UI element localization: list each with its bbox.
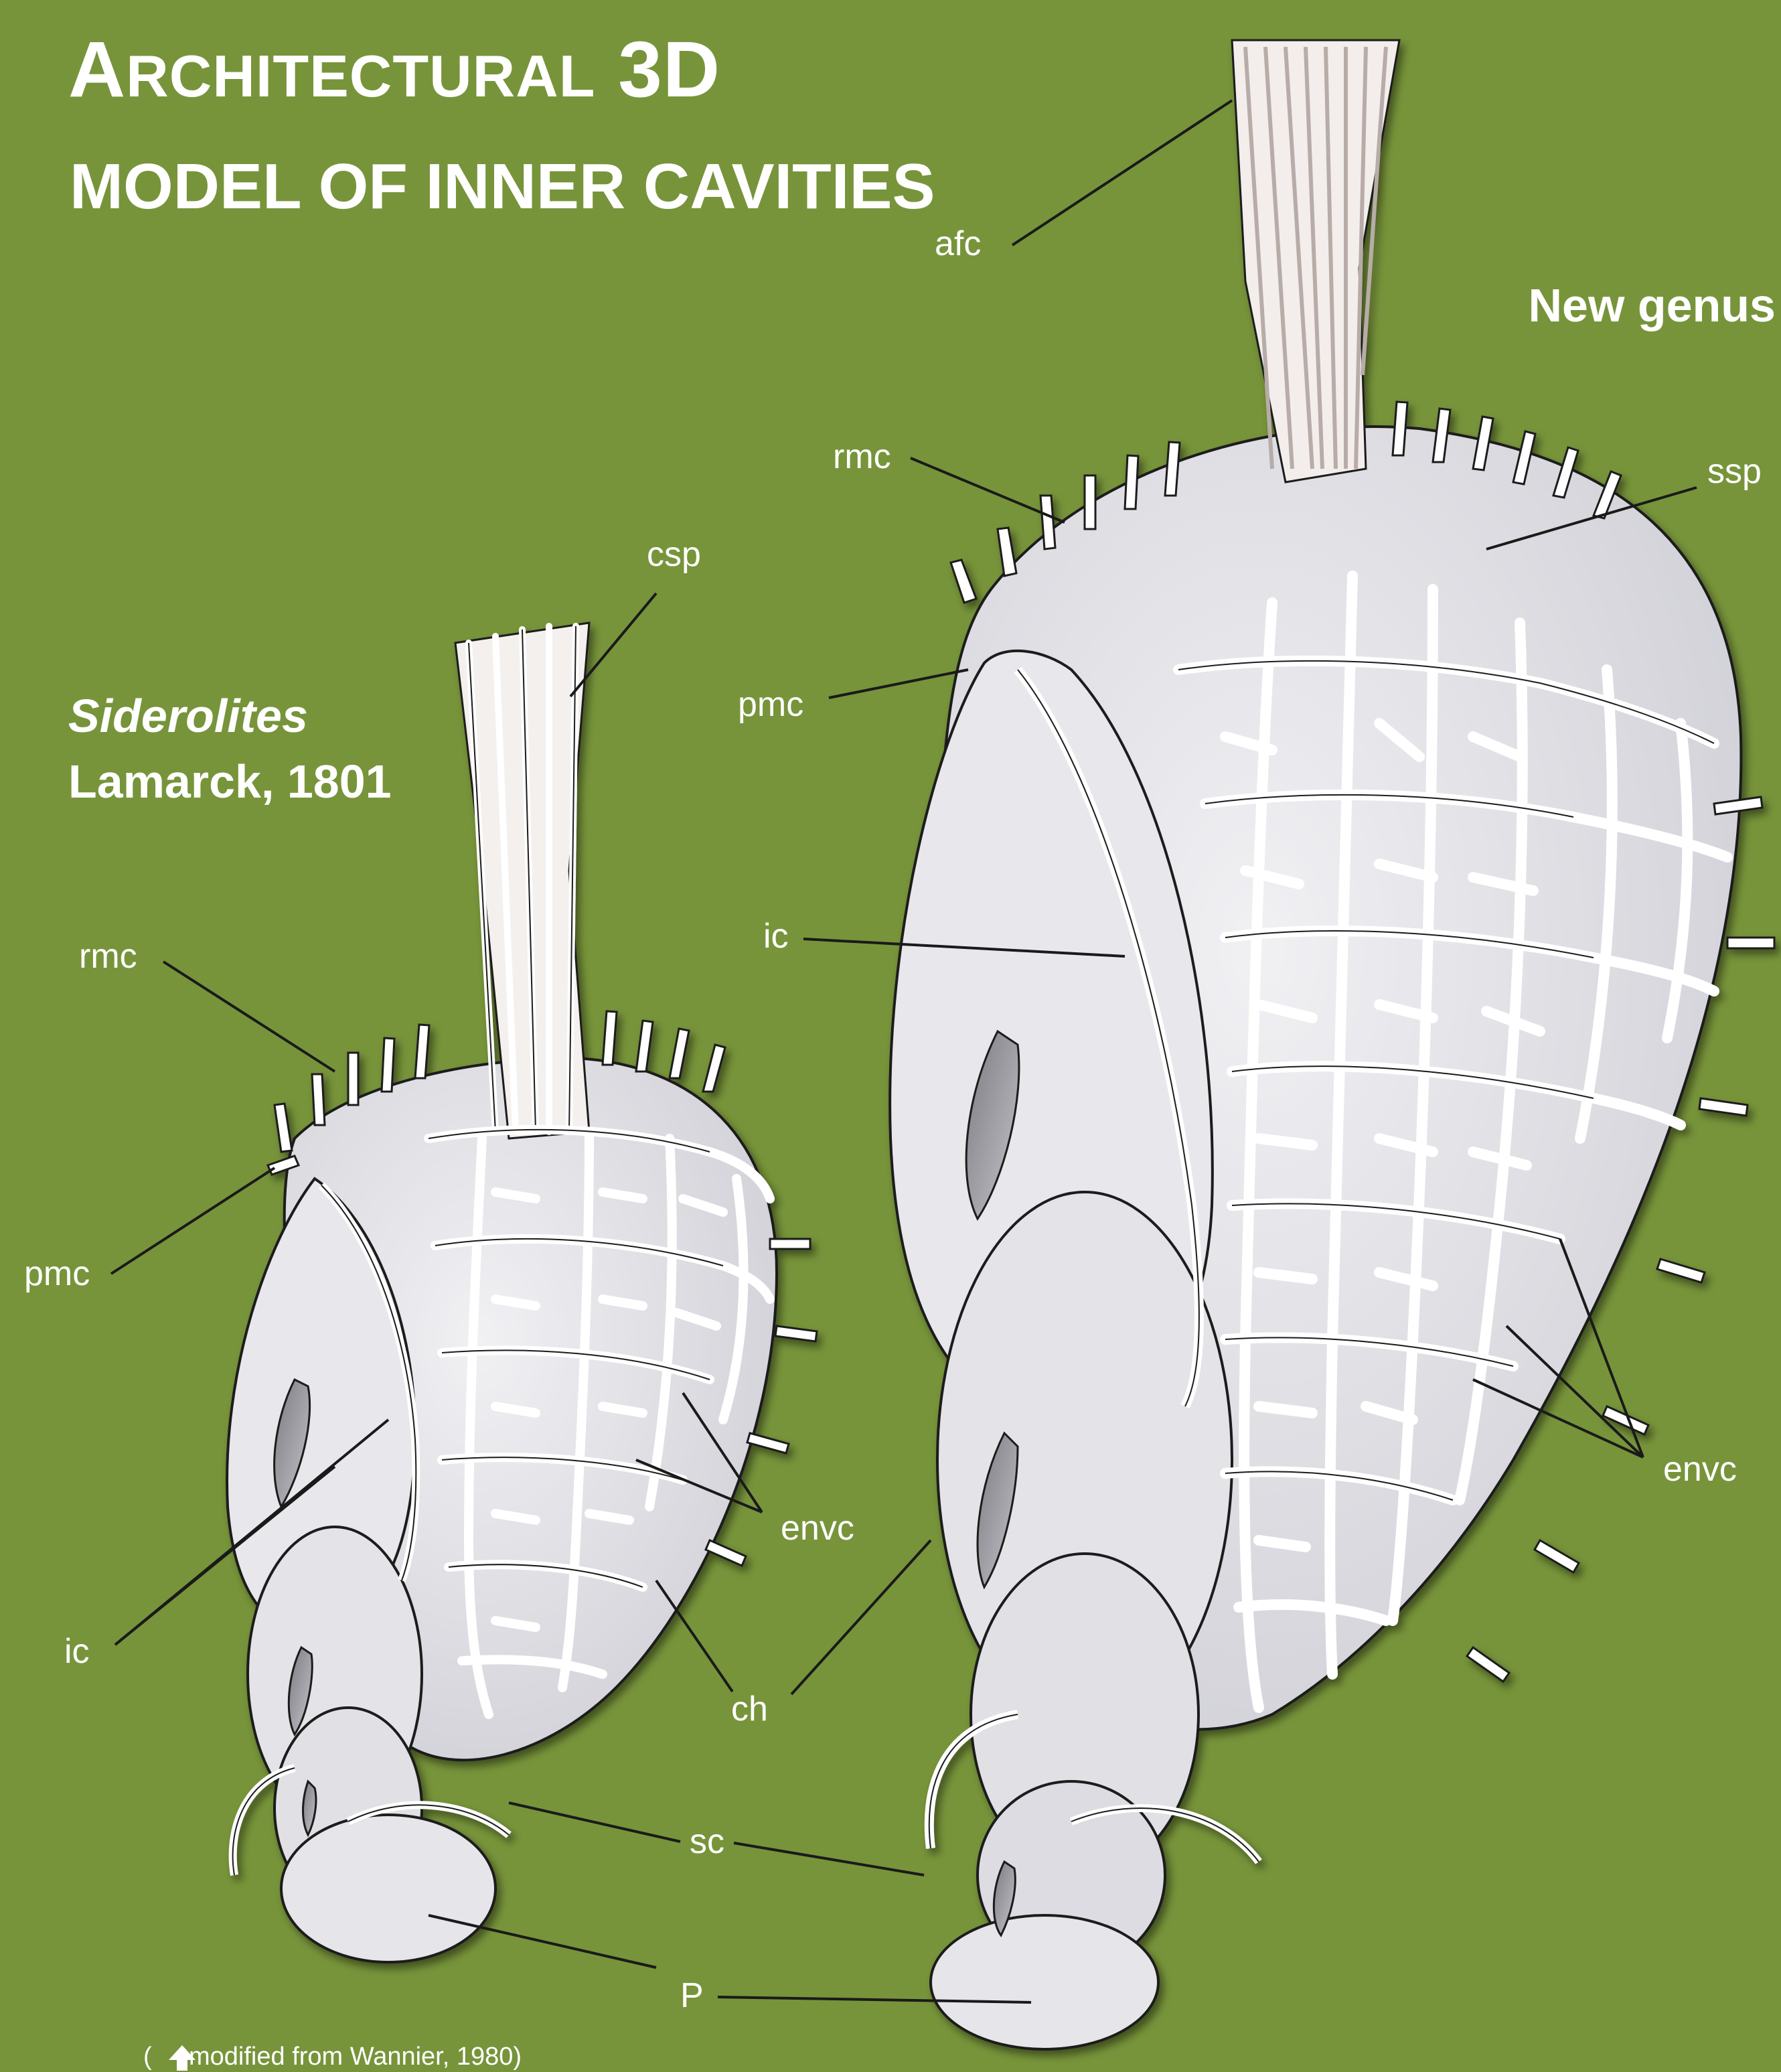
siderolites-heading: Siderolites Lamarck, 1801 [68, 683, 392, 814]
title-suffix: 3D [618, 25, 720, 114]
label-ssp: ssp [1707, 451, 1762, 492]
label-envc-right: envc [1663, 1449, 1737, 1489]
siderolites-name: Siderolites [68, 683, 392, 749]
leader-rmc-left [163, 962, 335, 1071]
siderolites-proloculus [281, 1815, 495, 1962]
siderolites-model [227, 623, 817, 1962]
page-subtitle: MODEL OF INNER CAVITIES [70, 150, 935, 224]
new-genus-name: New genus [1528, 279, 1776, 332]
new-genus-proloculus [931, 1915, 1158, 2049]
label-pmc-left: pmc [24, 1254, 90, 1294]
leader-sc-left [509, 1803, 680, 1842]
new-genus-model [890, 40, 1774, 2049]
label-rmc-right: rmc [833, 437, 891, 477]
label-ic-right: ic [763, 916, 789, 956]
leader-sc-right [734, 1843, 924, 1875]
label-ic-left: ic [64, 1631, 90, 1672]
label-sc: sc [690, 1822, 724, 1862]
leader-pmc-right [829, 670, 968, 698]
siderolites-author: Lamarck, 1801 [68, 749, 392, 814]
label-afc: afc [935, 224, 981, 264]
label-ch: ch [731, 1689, 768, 1729]
leader-ch-right [791, 1540, 931, 1694]
page-title: ARCHITECTURAL 3D [68, 24, 720, 115]
label-csp: csp [647, 534, 701, 575]
leader-afc [1012, 100, 1232, 245]
leader-rmc-right [911, 458, 1065, 522]
label-envc-left: envc [781, 1508, 854, 1548]
credit-text: modified from Wannier, 1980) [189, 2043, 522, 2071]
figure-credit: (modified from Wannier, 1980) [149, 2043, 522, 2071]
label-p: P [680, 1976, 704, 2016]
title-first-letter: A [68, 25, 126, 114]
leader-pmc-left [111, 1168, 275, 1274]
label-rmc-left: rmc [79, 936, 137, 976]
label-pmc-right: pmc [738, 684, 803, 725]
credit-open-paren: ( [143, 2043, 152, 2071]
title-rest: RCHITECTURAL [126, 43, 595, 109]
leader-ch-left [656, 1580, 732, 1692]
